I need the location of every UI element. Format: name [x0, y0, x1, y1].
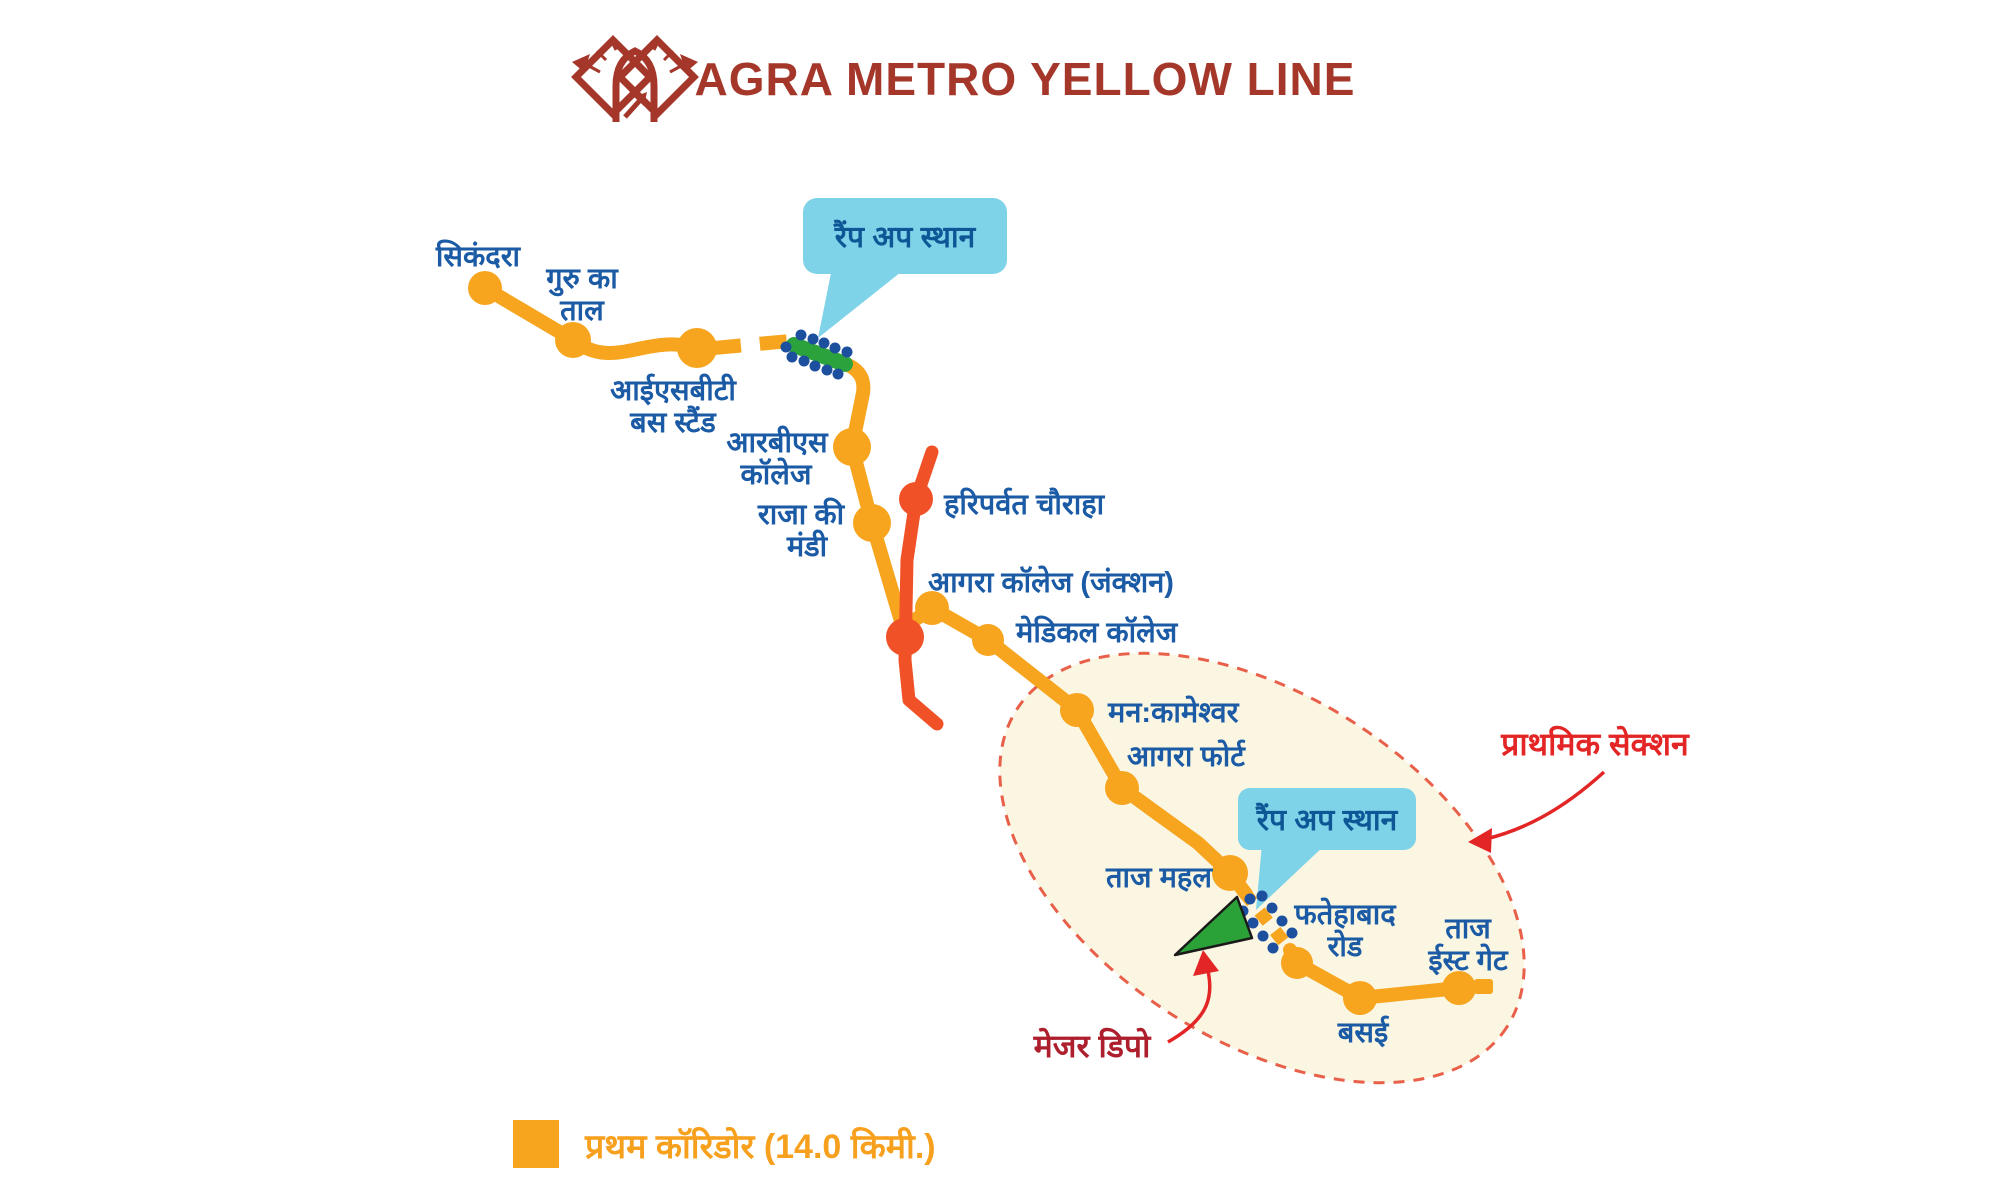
blue-dot	[1266, 902, 1278, 914]
arrow-head	[1193, 950, 1219, 976]
blue-dot	[1244, 893, 1256, 905]
logo-arch	[612, 47, 658, 122]
blue-dot	[795, 329, 807, 341]
callout1-label: रैंप अप स्थान	[833, 219, 977, 254]
station-label-guru-ka-tal-1: गुरु का	[545, 263, 619, 297]
blue-dot	[1256, 890, 1268, 902]
logo-rays	[588, 39, 682, 74]
blue-dot	[1276, 915, 1288, 927]
station-dot-sikandra	[468, 271, 502, 305]
callout1-tail	[818, 268, 906, 338]
station-dots	[468, 271, 1476, 1015]
ramp1-dots	[780, 329, 853, 380]
agra-metro-logo	[571, 35, 699, 122]
station-label-agra-fort: आगरा फोर्ट	[1127, 739, 1246, 773]
callout2-box	[1238, 788, 1416, 850]
station-label-taj-east-gate-1: ताज	[1444, 913, 1492, 945]
legend-swatch-first-corridor	[513, 1120, 559, 1168]
blue-dot	[798, 355, 810, 367]
callout1-box	[803, 198, 1007, 274]
station-labels: सिकंदरा गुरु का ताल आईएसबीटी बस स्टैंड आ…	[435, 239, 1509, 1049]
blue-dot	[807, 333, 819, 345]
station-label-raja-ki-mandi-2: मंडी	[786, 529, 829, 563]
station-label-isbt-2: बस स्टैंड	[629, 405, 717, 439]
page-title: AGRA METRO YELLOW LINE	[695, 53, 1356, 105]
station-dot-basai	[1343, 981, 1377, 1015]
callout2-label: रैंप अप स्थान	[1255, 802, 1399, 837]
station-dot-haripavat-chauraha	[899, 482, 933, 516]
arrow-head	[1468, 828, 1492, 853]
station-dot-isbt-bus-stand	[677, 328, 717, 368]
blue-dot	[818, 337, 830, 349]
blue-dot	[841, 346, 853, 358]
blue-dot	[1286, 927, 1298, 939]
blue-dot	[829, 342, 841, 354]
blue-dot	[1247, 917, 1259, 929]
station-label-sikandra: सिकंदरा	[435, 239, 522, 273]
major-depot-arrow	[1167, 950, 1219, 1044]
station-label-taj-mahal: ताज महल	[1105, 862, 1213, 894]
station-dot-guru-ka-tal	[555, 322, 591, 358]
station-label-medical-college: मेडिकल कॉलेज	[1015, 615, 1179, 649]
station-label-guru-ka-tal-2: ताल	[559, 295, 605, 327]
station-dot-agra-fort	[1105, 771, 1139, 805]
blue-dot	[809, 360, 821, 372]
yellow-line-end-stub	[1474, 979, 1493, 994]
station-dot-medical-college	[972, 624, 1004, 656]
station-label-rbs-college-2: कॉलेज	[740, 457, 813, 491]
station-label-man-kameshwar: मन:कामेश्वर	[1107, 695, 1240, 729]
blue-dot	[821, 364, 833, 376]
yellow-line-segment-central	[839, 357, 1253, 901]
legend-first-corridor-label: प्रथम कॉरिडोर (14.0 किमी.)	[584, 1126, 936, 1166]
station-dot-fatehabad-road	[1281, 947, 1313, 979]
station-label-basai: बसई	[1337, 1015, 1390, 1049]
station-dot-taj-east-gate	[1442, 971, 1476, 1005]
station-label-rbs-college-1: आरबीएस	[726, 425, 829, 459]
junction-dot	[886, 618, 924, 656]
ramp1-green-bar	[786, 337, 853, 372]
blue-dot	[1267, 942, 1279, 954]
station-label-fatehabad-road-1: फतेहाबाद	[1293, 897, 1397, 931]
station-label-isbt-1: आईएसबीटी	[610, 373, 737, 407]
station-label-fatehabad-road-2: रोड	[1327, 929, 1364, 963]
blue-dot	[780, 341, 792, 353]
station-dot-raja-ki-mandi	[853, 504, 891, 542]
blue-dot	[786, 351, 798, 363]
callout2-tail	[1256, 844, 1326, 910]
station-dot-taj-mahal	[1212, 855, 1248, 891]
primary-section-label: प्राथमिक सेक्शन	[1500, 725, 1690, 762]
logo-arrowhead-left	[572, 54, 590, 72]
arrow-curve	[1485, 770, 1606, 841]
station-dot-man-kameshwar	[1060, 693, 1094, 727]
blue-dot	[832, 368, 844, 380]
logo-inner-arrow-head	[634, 92, 647, 106]
station-dot-agra-college-junction	[915, 591, 949, 625]
station-label-agra-college-junction: आगरा कॉलेज (जंक्शन)	[928, 565, 1174, 599]
major-depot-label: मेजर डिपो	[1033, 1027, 1152, 1064]
station-dot-rbs-college	[833, 428, 871, 466]
major-depot-triangle	[1173, 895, 1254, 957]
legend: प्रथम कॉरिडोर (14.0 किमी.)	[513, 1120, 936, 1168]
yellow-line-dashed-approach	[713, 334, 791, 355]
station-label-raja-ki-mandi-1: राजा की	[757, 497, 846, 531]
station-label-haripavat-chauraha: हरिपर्वत चौराहा	[943, 487, 1106, 521]
station-label-taj-east-gate-2: ईस्ट गेट	[1427, 943, 1509, 977]
logo-arrowhead-right	[680, 54, 698, 72]
arrow-curve	[1167, 965, 1212, 1044]
primary-section-arrow	[1468, 770, 1606, 853]
blue-dot	[1257, 930, 1269, 942]
